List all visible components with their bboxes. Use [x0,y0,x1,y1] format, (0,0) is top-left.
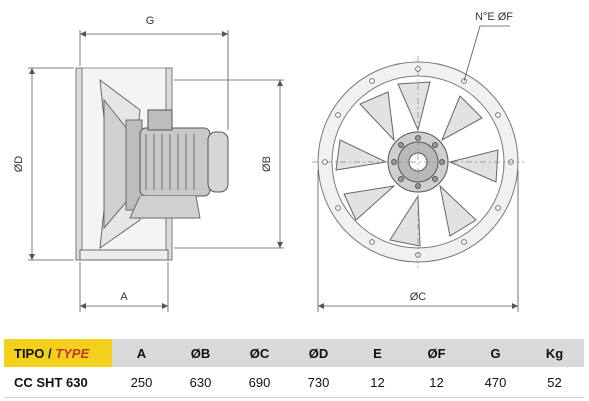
cell-e: 12 [348,367,407,398]
dimension-label-b: ØB [261,156,273,172]
spec-table-row: CC SHT 630 250 630 690 730 12 12 470 52 [4,367,584,398]
header-col-g: G [466,339,525,367]
header-col-kg: Kg [525,339,584,367]
spec-table: TIPO / TYPE A ØB ØC ØD E ØF G Kg CC SHT … [4,339,584,398]
header-tipo: TIPO [14,345,45,361]
header-col-b: ØB [171,339,230,367]
header-col-c: ØC [230,339,289,367]
cell-b: 630 [171,367,230,398]
fan-technical-drawing: G A ØD ØB [13,11,524,312]
cell-g: 470 [466,367,525,398]
cell-d: 730 [289,367,348,398]
cell-a: 250 [112,367,171,398]
cell-kg: 52 [525,367,584,398]
cell-f: 12 [407,367,466,398]
dimension-label-a: A [120,291,128,303]
header-col-e: E [348,339,407,367]
header-type: TYPE [55,345,90,361]
dimension-label-d: ØD [13,156,25,173]
header-tipo-type: TIPO / TYPE [4,339,112,367]
cell-c: 690 [230,367,289,398]
header-col-d: ØD [289,339,348,367]
header-col-a: A [112,339,171,367]
front-view [312,25,524,312]
header-col-f: ØF [407,339,466,367]
header-slash: / [44,345,56,361]
dimension-label-c: ØC [410,291,427,303]
cell-model: CC SHT 630 [4,367,112,398]
dimension-label-holes: N°E ØF [475,11,513,23]
spec-table-header-row: TIPO / TYPE A ØB ØC ØD E ØF G Kg [4,339,584,367]
side-view [28,30,284,312]
dimension-label-g: G [146,15,155,27]
